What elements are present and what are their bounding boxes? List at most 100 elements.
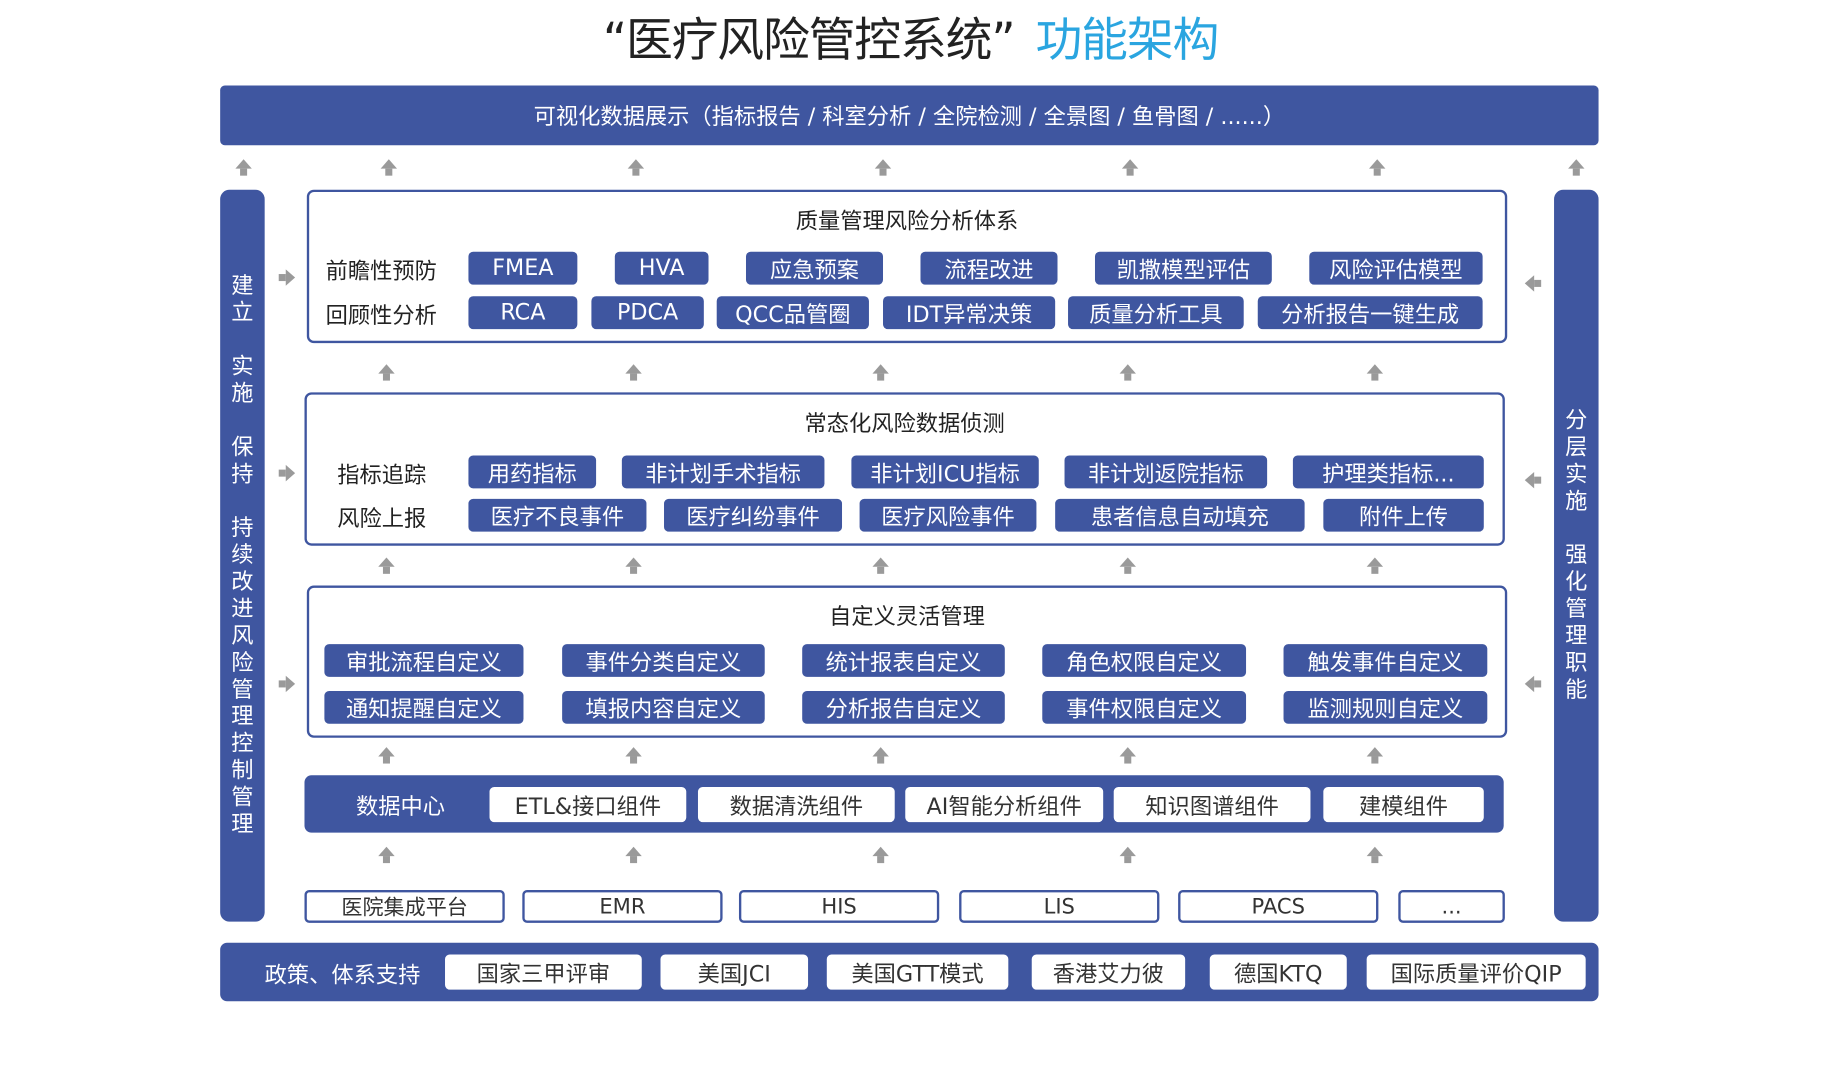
right-management-bar: 分层实施强化管理职能	[1554, 189, 1599, 922]
bar-char: 改	[231, 569, 254, 595]
feature-button[interactable]: 患者信息自动填充	[1055, 498, 1305, 532]
arrow-up-icon	[1366, 747, 1384, 764]
arrow-left-icon	[1524, 675, 1542, 693]
data-component-button[interactable]: 数据清洗组件	[697, 786, 895, 823]
bar-char: 续	[231, 542, 254, 568]
arrow-up-icon	[872, 747, 889, 764]
bar-char: 管	[231, 676, 254, 703]
bar-char: 控	[231, 730, 254, 757]
bar-char: 层	[1565, 434, 1588, 461]
arrow-up-icon	[1568, 159, 1585, 176]
arrow-up-icon	[1366, 846, 1384, 864]
policy-standard-button[interactable]: 美国JCI	[660, 954, 809, 990]
feature-button[interactable]: 用药指标	[468, 455, 597, 489]
data-component-button[interactable]: ETL&接口组件	[489, 786, 687, 823]
feature-button[interactable]: QCC品管圈	[716, 296, 869, 330]
policy-standard-button[interactable]: 国家三甲评审	[445, 954, 642, 990]
policy-standard-button[interactable]: 美国GTT模式	[826, 954, 1009, 990]
arrow-up-icon	[1121, 159, 1139, 176]
feature-button[interactable]: RCA	[468, 296, 578, 330]
feature-button[interactable]: 审批流程自定义	[324, 644, 524, 677]
arrow-up-icon	[1366, 364, 1384, 381]
source-system-button[interactable]: HIS	[738, 890, 940, 923]
section-title: 自定义灵活管理	[829, 604, 985, 631]
bar-char: 施	[1565, 488, 1588, 515]
arrow-up-icon	[625, 364, 642, 381]
source-system-button[interactable]: PACS	[1178, 890, 1379, 923]
arrow-up-icon	[872, 364, 889, 381]
feature-button[interactable]: 统计报表自定义	[802, 644, 1005, 677]
feature-button[interactable]: 分析报告自定义	[802, 690, 1005, 724]
feature-button[interactable]: 医疗纠纷事件	[664, 498, 843, 532]
left-management-bar: 建立实施保持持续改进风险管理控制管理	[220, 189, 265, 922]
policy-standard-button[interactable]: 德国KTQ	[1209, 954, 1347, 990]
arrow-up-icon	[1119, 557, 1136, 574]
arrow-up-icon	[625, 846, 642, 864]
data-component-button[interactable]: 知识图谱组件	[1113, 786, 1311, 823]
bar-char: 风	[231, 623, 254, 649]
bar-gap	[231, 327, 254, 354]
arrow-up-icon	[378, 747, 395, 764]
section-title: 常态化风险数据侦测	[804, 411, 1005, 437]
arrow-left-icon	[1524, 471, 1542, 489]
bar-char: 理	[1565, 623, 1588, 649]
feature-button[interactable]: 医疗不良事件	[468, 498, 647, 532]
policy-standard-button[interactable]: 国际质量评价QIP	[1366, 954, 1586, 990]
bar-char: 实	[231, 353, 254, 380]
bar-char: 强	[1565, 542, 1588, 568]
feature-button[interactable]: 事件分类自定义	[562, 644, 765, 677]
data-component-button[interactable]: 建模组件	[1323, 786, 1484, 823]
policy-standard-button[interactable]: 香港艾力彼	[1031, 954, 1186, 990]
data-center-label: 数据中心	[355, 794, 446, 820]
feature-button[interactable]: PDCA	[591, 296, 704, 330]
arrow-up-icon	[378, 364, 395, 381]
feature-button[interactable]: 监测规则自定义	[1283, 690, 1488, 724]
feature-button[interactable]: 非计划手术指标	[621, 455, 825, 489]
feature-button[interactable]: 非计划返院指标	[1064, 455, 1268, 489]
feature-button[interactable]: 角色权限自定义	[1042, 644, 1247, 677]
feature-button[interactable]: 分析报告一键生成	[1257, 296, 1483, 330]
arrow-up-icon	[1119, 364, 1136, 381]
feature-button[interactable]: 风险评估模型	[1309, 251, 1483, 285]
source-system-button[interactable]: LIS	[959, 890, 1160, 923]
feature-button[interactable]: FMEA	[468, 251, 578, 285]
arrow-up-icon	[235, 159, 252, 176]
arrow-up-icon	[1119, 747, 1136, 764]
bar-char: 施	[231, 380, 254, 407]
arrow-up-icon	[872, 557, 889, 574]
feature-button[interactable]: 事件权限自定义	[1042, 690, 1247, 724]
source-system-button[interactable]: ...	[1398, 890, 1505, 923]
bar-char: 理	[231, 703, 254, 730]
arrow-up-icon	[380, 159, 398, 176]
feature-button[interactable]: IDT异常决策	[883, 296, 1056, 330]
feature-button[interactable]: 非计划ICU指标	[851, 455, 1039, 489]
feature-button[interactable]: 医疗风险事件	[859, 498, 1037, 532]
policy-label: 政策、体系支持	[264, 962, 421, 989]
feature-button[interactable]: 通知提醒自定义	[324, 690, 524, 724]
feature-button[interactable]: 流程改进	[920, 251, 1058, 285]
arrow-right-icon	[278, 464, 296, 482]
feature-button[interactable]: HVA	[614, 251, 709, 285]
feature-button[interactable]: 附件上传	[1323, 498, 1484, 532]
feature-button[interactable]: 应急预案	[745, 251, 884, 285]
arrow-up-icon	[1119, 846, 1136, 864]
bar-char: 分	[1565, 407, 1588, 434]
arrow-up-icon	[1369, 159, 1386, 176]
source-system-button[interactable]: EMR	[522, 890, 723, 923]
bar-gap	[231, 408, 254, 435]
row-label: 回顾性分析	[325, 303, 437, 330]
feature-button[interactable]: 填报内容自定义	[562, 690, 765, 724]
feature-button[interactable]: 护理类指标...	[1292, 455, 1484, 489]
data-component-button[interactable]: AI智能分析组件	[905, 786, 1104, 823]
arrow-right-icon	[278, 675, 296, 693]
feature-button[interactable]: 触发事件自定义	[1283, 644, 1488, 677]
row-label: 前瞻性预防	[325, 258, 437, 285]
feature-button[interactable]: 凯撒模型评估	[1094, 251, 1272, 285]
bar-gap	[231, 488, 254, 515]
arrow-up-icon	[625, 557, 642, 574]
source-system-button[interactable]: 医院集成平台	[304, 890, 505, 923]
feature-button[interactable]: 质量分析工具	[1068, 296, 1244, 330]
bar-char: 化	[1565, 569, 1588, 595]
bar-char: 理	[231, 811, 254, 838]
visualization-bar: 可视化数据展示（指标报告 / 科室分析 / 全院检测 / 全景图 / 鱼骨图 /…	[220, 85, 1599, 146]
